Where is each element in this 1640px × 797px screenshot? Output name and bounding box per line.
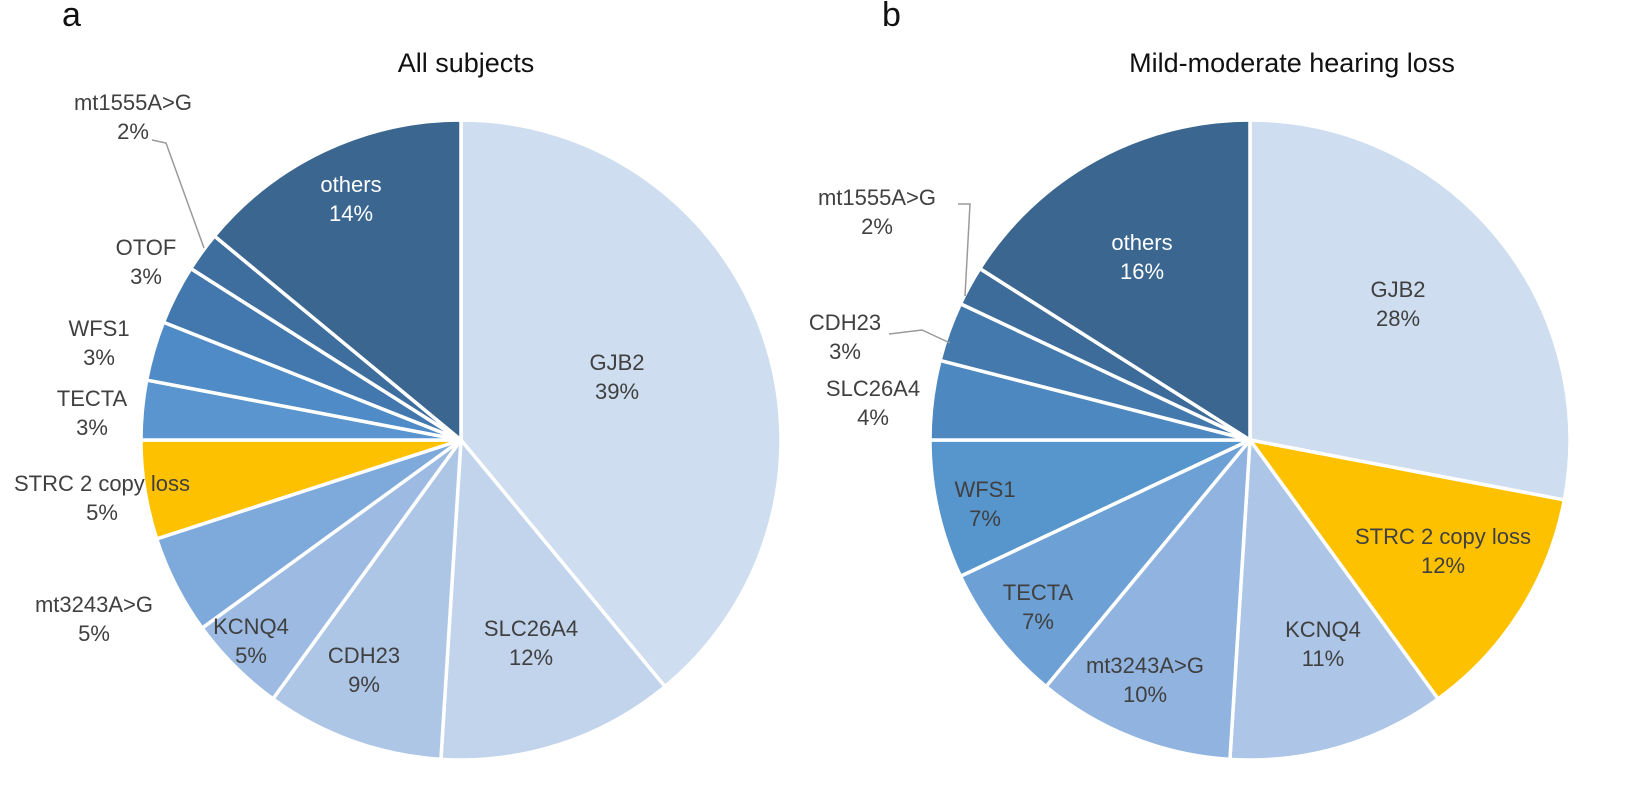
slice-wfs1: [928, 438, 1251, 579]
slice-label-gjb2: GJB2: [1370, 277, 1425, 302]
slice-label-mt3243a-g: mt3243A>G: [1086, 653, 1204, 678]
slice-tecta: [958, 438, 1252, 690]
slice-label-mt3243a-g: mt3243A>G: [35, 592, 153, 617]
slice-mt3243a-g: [1043, 434, 1253, 762]
slice-kcnq4: [1228, 435, 1441, 762]
slice-value-strc-2-copy-loss: 5%: [86, 500, 118, 525]
leader-line-cdh23: [888, 329, 951, 344]
leader-line-mt1555a-g: [151, 139, 205, 249]
slice-others: [977, 118, 1252, 444]
panel-b-letter: b: [882, 0, 901, 34]
slice-value-kcnq4: 5%: [235, 643, 267, 668]
panel-a-slices: [139, 118, 783, 762]
slice-value-gjb2: 39%: [595, 379, 639, 404]
slice-slc26a4: [439, 435, 668, 762]
panel-b-pie-chart: b Mild-moderate hearing loss GJB2 28% STRC…: [809, 0, 1572, 762]
slice-value-slc26a4: 12%: [509, 645, 553, 670]
slice-value-cdh23: 9%: [348, 672, 380, 697]
slice-value-mt3243a-g: 5%: [78, 621, 110, 646]
slice-label-others: others: [320, 172, 381, 197]
slice-label-wfs1: WFS1: [68, 316, 129, 341]
slice-value-slc26a4: 4%: [857, 405, 889, 430]
slice-label-mt1555a-g: mt1555A>G: [818, 185, 936, 210]
slice-label-gjb2: GJB2: [589, 350, 644, 375]
leader-line-mt1555a-g: [958, 203, 971, 297]
slice-label-others: others: [1111, 230, 1172, 255]
slice-value-mt1555a-g: 2%: [117, 119, 149, 144]
panel-a-pie-chart: a All subjects GJB2 39% SLC26A4 12% CDH23 9% K…: [14, 0, 783, 762]
slice-value-gjb2: 28%: [1376, 306, 1420, 331]
slice-value-mt1555a-g: 2%: [861, 214, 893, 239]
slice-label-slc26a4: SLC26A4: [484, 616, 578, 641]
slice-value-otof: 3%: [130, 264, 162, 289]
slice-label-strc-2-copy-loss: STRC 2 copy loss: [14, 471, 190, 496]
slice-label-kcnq4: KCNQ4: [1285, 617, 1361, 642]
slice-label-tecta: TECTA: [1003, 580, 1074, 605]
slice-value-others: 14%: [329, 201, 373, 226]
slice-value-mt3243a-g: 10%: [1123, 682, 1167, 707]
slice-value-cdh23: 3%: [829, 339, 861, 364]
panel-a-letter: a: [62, 0, 81, 34]
slice-label-kcnq4: KCNQ4: [213, 614, 289, 639]
slice-value-wfs1: 7%: [969, 506, 1001, 531]
slice-value-kcnq4: 11%: [1302, 646, 1344, 671]
panel-a-title: All subjects: [398, 48, 535, 78]
slice-label-wfs1: WFS1: [954, 477, 1015, 502]
slice-value-strc-2-copy-loss: 12%: [1421, 553, 1465, 578]
slice-label-mt1555a-g: mt1555A>G: [74, 90, 192, 115]
slice-label-cdh23: CDH23: [328, 643, 400, 668]
slice-value-tecta: 3%: [76, 415, 108, 440]
slice-value-tecta: 7%: [1022, 609, 1054, 634]
panel-b-slices: [928, 118, 1572, 762]
slice-others: [211, 118, 463, 444]
slice-gjb2: [459, 118, 783, 690]
slice-value-wfs1: 3%: [83, 345, 115, 370]
panel-a-labels: GJB2 39% SLC26A4 12% CDH23 9% KCNQ4 5% mt3243A>G…: [14, 90, 645, 697]
slice-label-tecta: TECTA: [57, 386, 128, 411]
slice-label-slc26a4: SLC26A4: [826, 376, 920, 401]
slice-gjb2: [1248, 118, 1572, 503]
slice-label-strc-2-copy-loss: STRC 2 copy loss: [1355, 524, 1531, 549]
slice-label-cdh23: CDH23: [809, 310, 881, 335]
slice-cdh23: [270, 434, 464, 762]
slice-value-others: 16%: [1120, 259, 1164, 284]
panel-b-title: Mild-moderate hearing loss: [1129, 48, 1455, 78]
slice-label-otof: OTOF: [116, 235, 177, 260]
panel-b-labels: GJB2 28% STRC 2 copy loss 12% KCNQ4 11% mt3243…: [809, 185, 1531, 707]
slice-strc-2-copy-loss: [1245, 437, 1567, 702]
